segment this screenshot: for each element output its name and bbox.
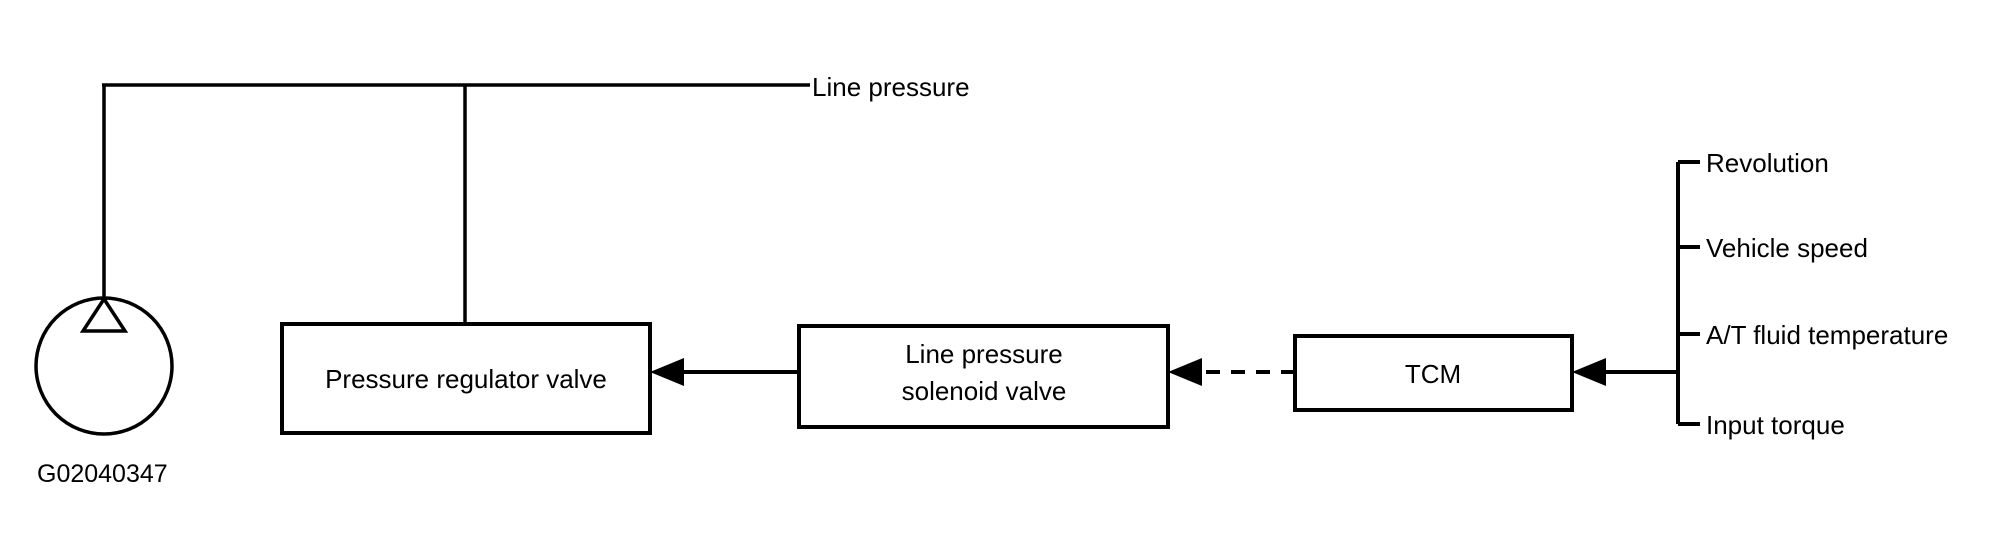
input-label-input-torque: Input torque (1706, 410, 1845, 440)
solenoid-to-regulator-arrowhead-icon (650, 358, 684, 386)
pressure-regulator-valve-label: Pressure regulator valve (325, 364, 607, 394)
line-pressure-solenoid-valve-label-line1: Line pressure (905, 339, 1063, 369)
tcm-box[interactable] (1293, 334, 1574, 412)
connector-tcm-to-solenoid (1168, 358, 1295, 386)
block-tcm[interactable]: TCM (1293, 334, 1574, 412)
line-pressure-annotation: Line pressure (812, 72, 970, 102)
input-label-at-fluid-temperature: A/T fluid temperature (1706, 320, 1948, 350)
oil-pump-symbol (34, 295, 174, 436)
pump-triangle-icon (79, 295, 129, 333)
pressure-regulator-valve-box[interactable] (280, 322, 652, 435)
tcm-to-solenoid-arrowhead-icon (1168, 358, 1202, 386)
block-pressure-regulator-valve[interactable]: Pressure regulator valve (280, 322, 652, 435)
line-pressure-solenoid-valve-label-line2: solenoid valve (902, 376, 1067, 406)
inputs-to-tcm-arrowhead-icon (1572, 358, 1606, 386)
figure-id-label: G02040347 (37, 460, 168, 488)
tcm-label: TCM (1405, 359, 1461, 389)
input-signals-bracket: Revolution Vehicle speed A/T fluid tempe… (1676, 148, 1948, 440)
connector-inputs-to-tcm (1572, 358, 1678, 386)
line-pressure-circuit (102, 83, 810, 326)
line-pressure-solenoid-valve-box[interactable] (797, 324, 1170, 429)
pump-circle-icon (34, 296, 174, 436)
input-label-vehicle-speed: Vehicle speed (1706, 233, 1868, 263)
connector-solenoid-to-regulator (650, 358, 799, 386)
block-line-pressure-solenoid-valve[interactable]: Line pressure solenoid valve (797, 324, 1170, 429)
input-label-revolution: Revolution (1706, 148, 1829, 178)
